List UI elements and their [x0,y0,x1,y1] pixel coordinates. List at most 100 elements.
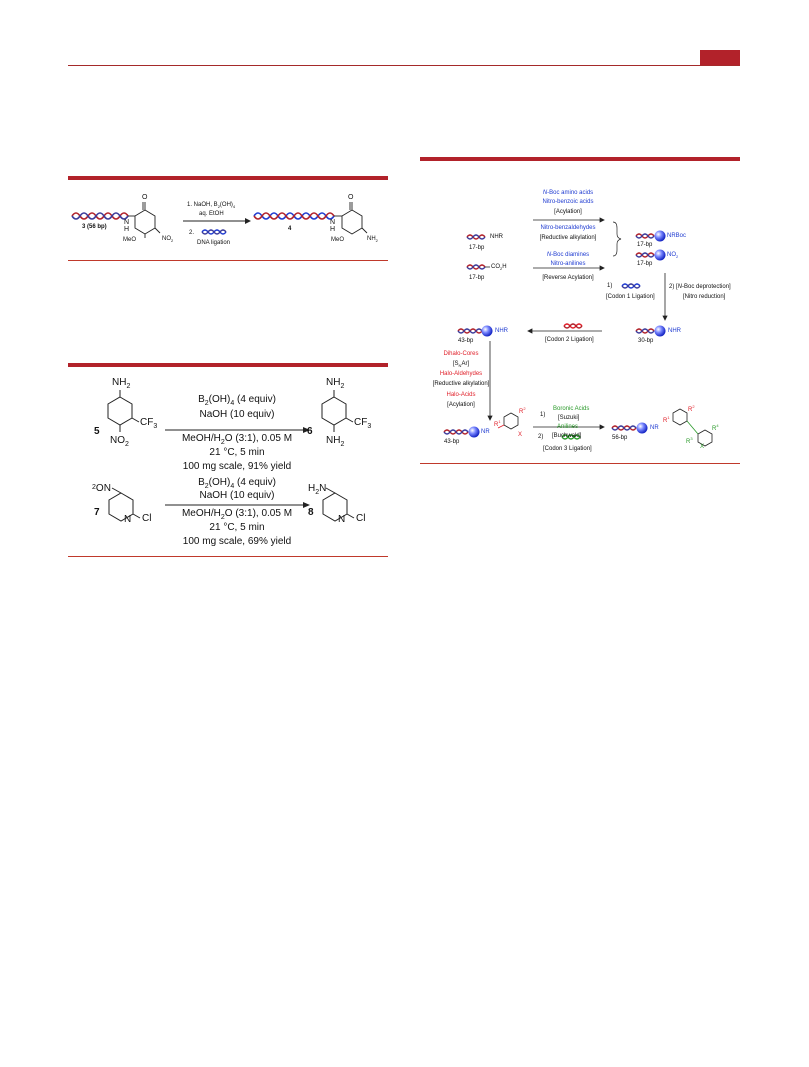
scheme-a-bottom-rule [68,260,388,261]
cl-7: Cl [142,513,152,524]
ring-7 [108,492,134,522]
r4-56bp: R4 [712,423,719,433]
co2h-17bp: CO2H [491,264,507,272]
r2-56bp: R2 [688,404,695,414]
ring-8 [322,492,348,522]
no2-bead: NO2 [667,252,679,260]
ring-4 [334,202,368,235]
step2-num: 2) [538,434,544,440]
cond-acylation: [Acylation] [554,209,582,215]
label-43bp-b: 43-bp [444,439,460,445]
cond-reverse-acylation: [Reverse Acylation] [542,275,594,281]
bead-30bp [654,325,666,337]
r1-56bp: R1 [663,415,670,425]
no2-5: NO2 [110,435,129,449]
bead-nrboc [654,230,666,242]
condition-b2-3: 100 mg scale, 69% yield [182,536,292,547]
nh2-4: NH2 [367,236,378,244]
nr-43bp: NR [481,429,490,435]
cf3-6: CF3 [354,417,372,431]
scheme-a-top-rule [68,176,388,180]
compound-3-label: 3 (56 bp) [82,224,107,230]
cl-8: Cl [356,513,366,524]
scheme-b-bottom-rule [68,556,388,557]
reagent-b1-2: NaOH (10 equiv) [199,409,275,420]
no2-3: NO2 [162,236,174,244]
cond-buchwald: [Buchwald] [552,433,582,439]
meo-4: MeO [331,237,345,243]
compound-7-label: 7 [94,507,100,518]
amide-n-4: N [330,219,336,226]
reagent-nitrobenzoic: Nitro-benzoic acids [542,199,594,205]
amide-h-3: H [124,226,130,233]
nhr-17bp: NHR [490,234,503,240]
r2-43bp: R2 [519,406,526,416]
reagent-b2-2: NaOH (10 equiv) [199,490,275,501]
condition-b2-1: MeOH/H2O (3:1), 0.05 M [181,508,293,522]
meo-3: MeO [123,237,137,243]
nhr-30bp: NHR [668,328,681,334]
compound-4-label: 4 [288,226,292,232]
scheme-b-top-rule [68,363,388,367]
label-17bp-a: 17-bp [469,245,485,251]
compound-6-label: 6 [307,426,313,437]
amide-n-3: N [124,219,130,226]
reagent-nboc-diamines: N-Boc diamines [546,252,590,258]
reagent-nitrobenzaldehydes: Nitro-benzaldehydes [540,225,596,231]
condition-a-1: 1. NaOH, B2(OH)4 [187,202,236,210]
codon1-num: 1) [607,283,613,289]
cf3-5: CF3 [140,417,158,431]
reagent-boronic-acids: Boronic Acids [553,406,590,412]
condition-a-solvent: aq. EtOH [199,211,224,217]
ring-3 [128,202,161,238]
cond-suzuki: [Suzuki] [558,415,580,421]
compound-5-label: 5 [94,426,100,437]
label-43bp: 43-bp [458,338,474,344]
bead-no2 [654,249,666,261]
reagent-nboc-aa: N-Boc amino acids [542,190,594,196]
codon1-ligation: [Codon 1 Ligation] [606,294,655,300]
bead-43bp [481,325,493,337]
step1-num: 1) [540,412,546,418]
reagent-nitroanilines: Nitro-anilines [550,261,586,267]
cond-reductive-alkylation-2: [Reductive alkylation] [432,381,490,387]
cond-snar: [SNAr] [452,361,470,369]
nh2-5: NH2 [112,377,131,391]
dna-strand-4 [253,212,335,220]
reagent-b2-1: B2(OH)4 (4 equiv) [198,477,276,491]
header-rule [68,65,740,66]
codon2-ligation: [Codon 2 Ligation] [545,337,594,343]
nboc-deprotection: 2) [N-Boc deprotection] [669,284,731,290]
condition-b1-1: MeOH/H2O (3:1), 0.05 M [181,433,293,447]
condition-b2-2: 21 °C, 5 min [209,522,265,533]
nhr-43bp: NHR [495,328,508,334]
codon3-ligation: [Codon 3 Ligation] [543,446,592,452]
nh2-6-bottom: NH2 [326,435,345,449]
nitro-reduction: [Nitro reduction] [683,294,726,300]
reagent-b1-1: B2(OH)4 (4 equiv) [198,394,276,408]
amide-o-4: O [348,194,354,201]
n-8: N [338,514,346,525]
label-17bp-d: 17-bp [637,261,653,267]
reagent-haloacids: Halo-Acids [446,392,476,398]
bead-43bp-b [468,426,480,438]
amide-h-4: H [330,226,336,233]
nh2-6-top: NH2 [326,377,345,391]
label-30bp: 30-bp [638,338,654,344]
no2-7: 2ON [92,483,111,494]
nr-56bp: NR [650,425,659,431]
x-56bp: X [700,444,705,450]
header-tab [700,50,740,66]
label-17bp-c: 17-bp [637,242,653,248]
r3-56bp: R3 [686,436,693,446]
condition-a-2-num: 2. [189,230,195,236]
condition-b1-3: 100 mg scale, 91% yield [182,461,292,472]
scheme-c-top-rule [420,157,740,161]
condition-a-2: DNA ligation [197,240,231,246]
cond-reductive-alkylation: [Reductive alkylation] [539,235,597,241]
nrboc: NRBoc [667,233,687,239]
label-56bp: 56-bp [612,435,628,441]
r1-43bp: R1 [494,419,501,429]
